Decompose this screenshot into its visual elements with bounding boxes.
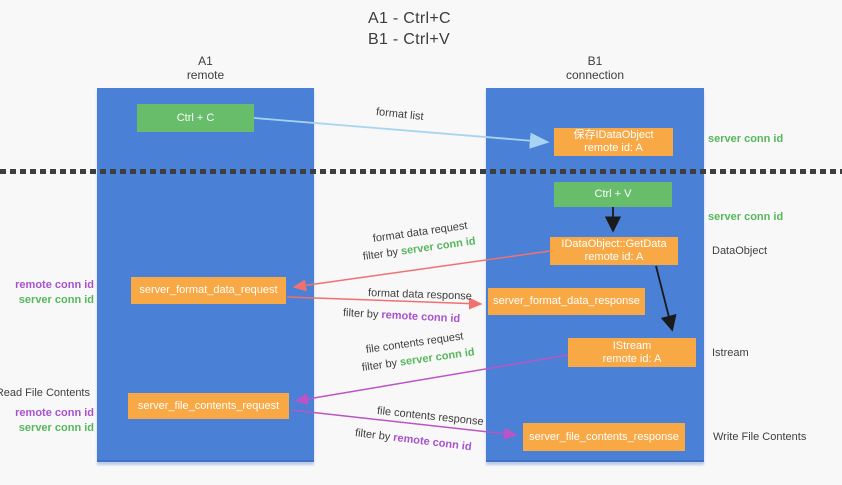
node-ctrl-c-label: Ctrl + C bbox=[176, 111, 215, 124]
filter-prefix: filter by bbox=[342, 307, 379, 321]
label-format-data-response: format data response bbox=[367, 287, 473, 303]
label-server-conn-id-mid: server conn id bbox=[708, 211, 784, 223]
node-getdata: IDataObject::GetData remote id: A bbox=[550, 237, 678, 265]
label-server-conn-id-top: server conn id bbox=[708, 133, 784, 145]
node-ctrl-c: Ctrl + C bbox=[137, 104, 254, 132]
label-istream: Istream bbox=[712, 347, 749, 359]
left-bottom-conn-ids: remote conn id server conn id bbox=[0, 406, 94, 435]
right-column-header: B1 connection bbox=[486, 54, 704, 82]
node-istream-line1: IStream bbox=[612, 339, 652, 352]
label-file-contents-response: file contents response bbox=[376, 405, 485, 429]
diagram-title: A1 - Ctrl+C B1 - Ctrl+V bbox=[368, 8, 451, 50]
filter-key-remote-conn-id: remote conn id bbox=[392, 431, 473, 454]
left-column-subtitle: remote bbox=[186, 68, 225, 82]
label-server-conn-id-left-mid: server conn id bbox=[18, 293, 94, 306]
node-istream-line2: remote id: A bbox=[602, 352, 662, 365]
node-format-response: server_format_data_response bbox=[488, 288, 645, 315]
node-getdata-line1: IDataObject::GetData bbox=[561, 238, 667, 250]
node-format-response-label: server_format_data_response bbox=[493, 295, 640, 307]
left-mid-conn-ids: remote conn id server conn id bbox=[0, 278, 94, 307]
right-column-title: B1 bbox=[587, 54, 603, 68]
title-line-2: B1 - Ctrl+V bbox=[368, 31, 450, 48]
left-column-header: A1 remote bbox=[97, 54, 314, 82]
node-save-dataobject: 保存IDataObject remote id: A bbox=[554, 128, 673, 156]
node-format-request-label: server_format_data_request bbox=[139, 284, 278, 296]
filter-prefix: filter by bbox=[362, 246, 399, 263]
node-save-dataobject-line1: 保存IDataObject bbox=[573, 129, 654, 141]
filter-key-remote-conn-id: remote conn id bbox=[381, 309, 461, 326]
label-write-file-contents: Write File Contents bbox=[713, 431, 807, 443]
node-getdata-line2: remote id: A bbox=[584, 251, 644, 263]
node-file-response: server_file_contents_response bbox=[523, 423, 685, 451]
right-column-subtitle: connection bbox=[565, 68, 625, 82]
node-ctrl-v: Ctrl + V bbox=[554, 182, 672, 207]
label-format-list: format list bbox=[375, 106, 425, 123]
label-server-conn-id-left-bottom: server conn id bbox=[18, 421, 94, 434]
left-column-title: A1 bbox=[198, 54, 213, 68]
label-dataobject: DataObject bbox=[712, 245, 768, 257]
node-ctrl-v-label: Ctrl + V bbox=[594, 188, 632, 200]
title-line-1: A1 - Ctrl+C bbox=[368, 10, 451, 27]
filter-prefix: filter by bbox=[361, 357, 398, 374]
node-format-request: server_format_data_request bbox=[131, 277, 286, 304]
label-remote-conn-id-mid: remote conn id bbox=[15, 279, 94, 291]
node-file-response-label: server_file_contents_response bbox=[529, 430, 679, 443]
label-read-file-contents: Read File Contents bbox=[0, 387, 90, 399]
node-istream: IStream remote id: A bbox=[568, 338, 696, 367]
dotted-separator bbox=[0, 169, 842, 174]
node-save-dataobject-line2: remote id: A bbox=[584, 142, 643, 154]
node-file-request-label: server_file_contents_request bbox=[137, 399, 280, 412]
node-file-request: server_file_contents_request bbox=[128, 393, 289, 419]
label-remote-conn-id-bottom: remote conn id bbox=[15, 407, 94, 419]
filter-prefix: filter by bbox=[354, 427, 391, 444]
